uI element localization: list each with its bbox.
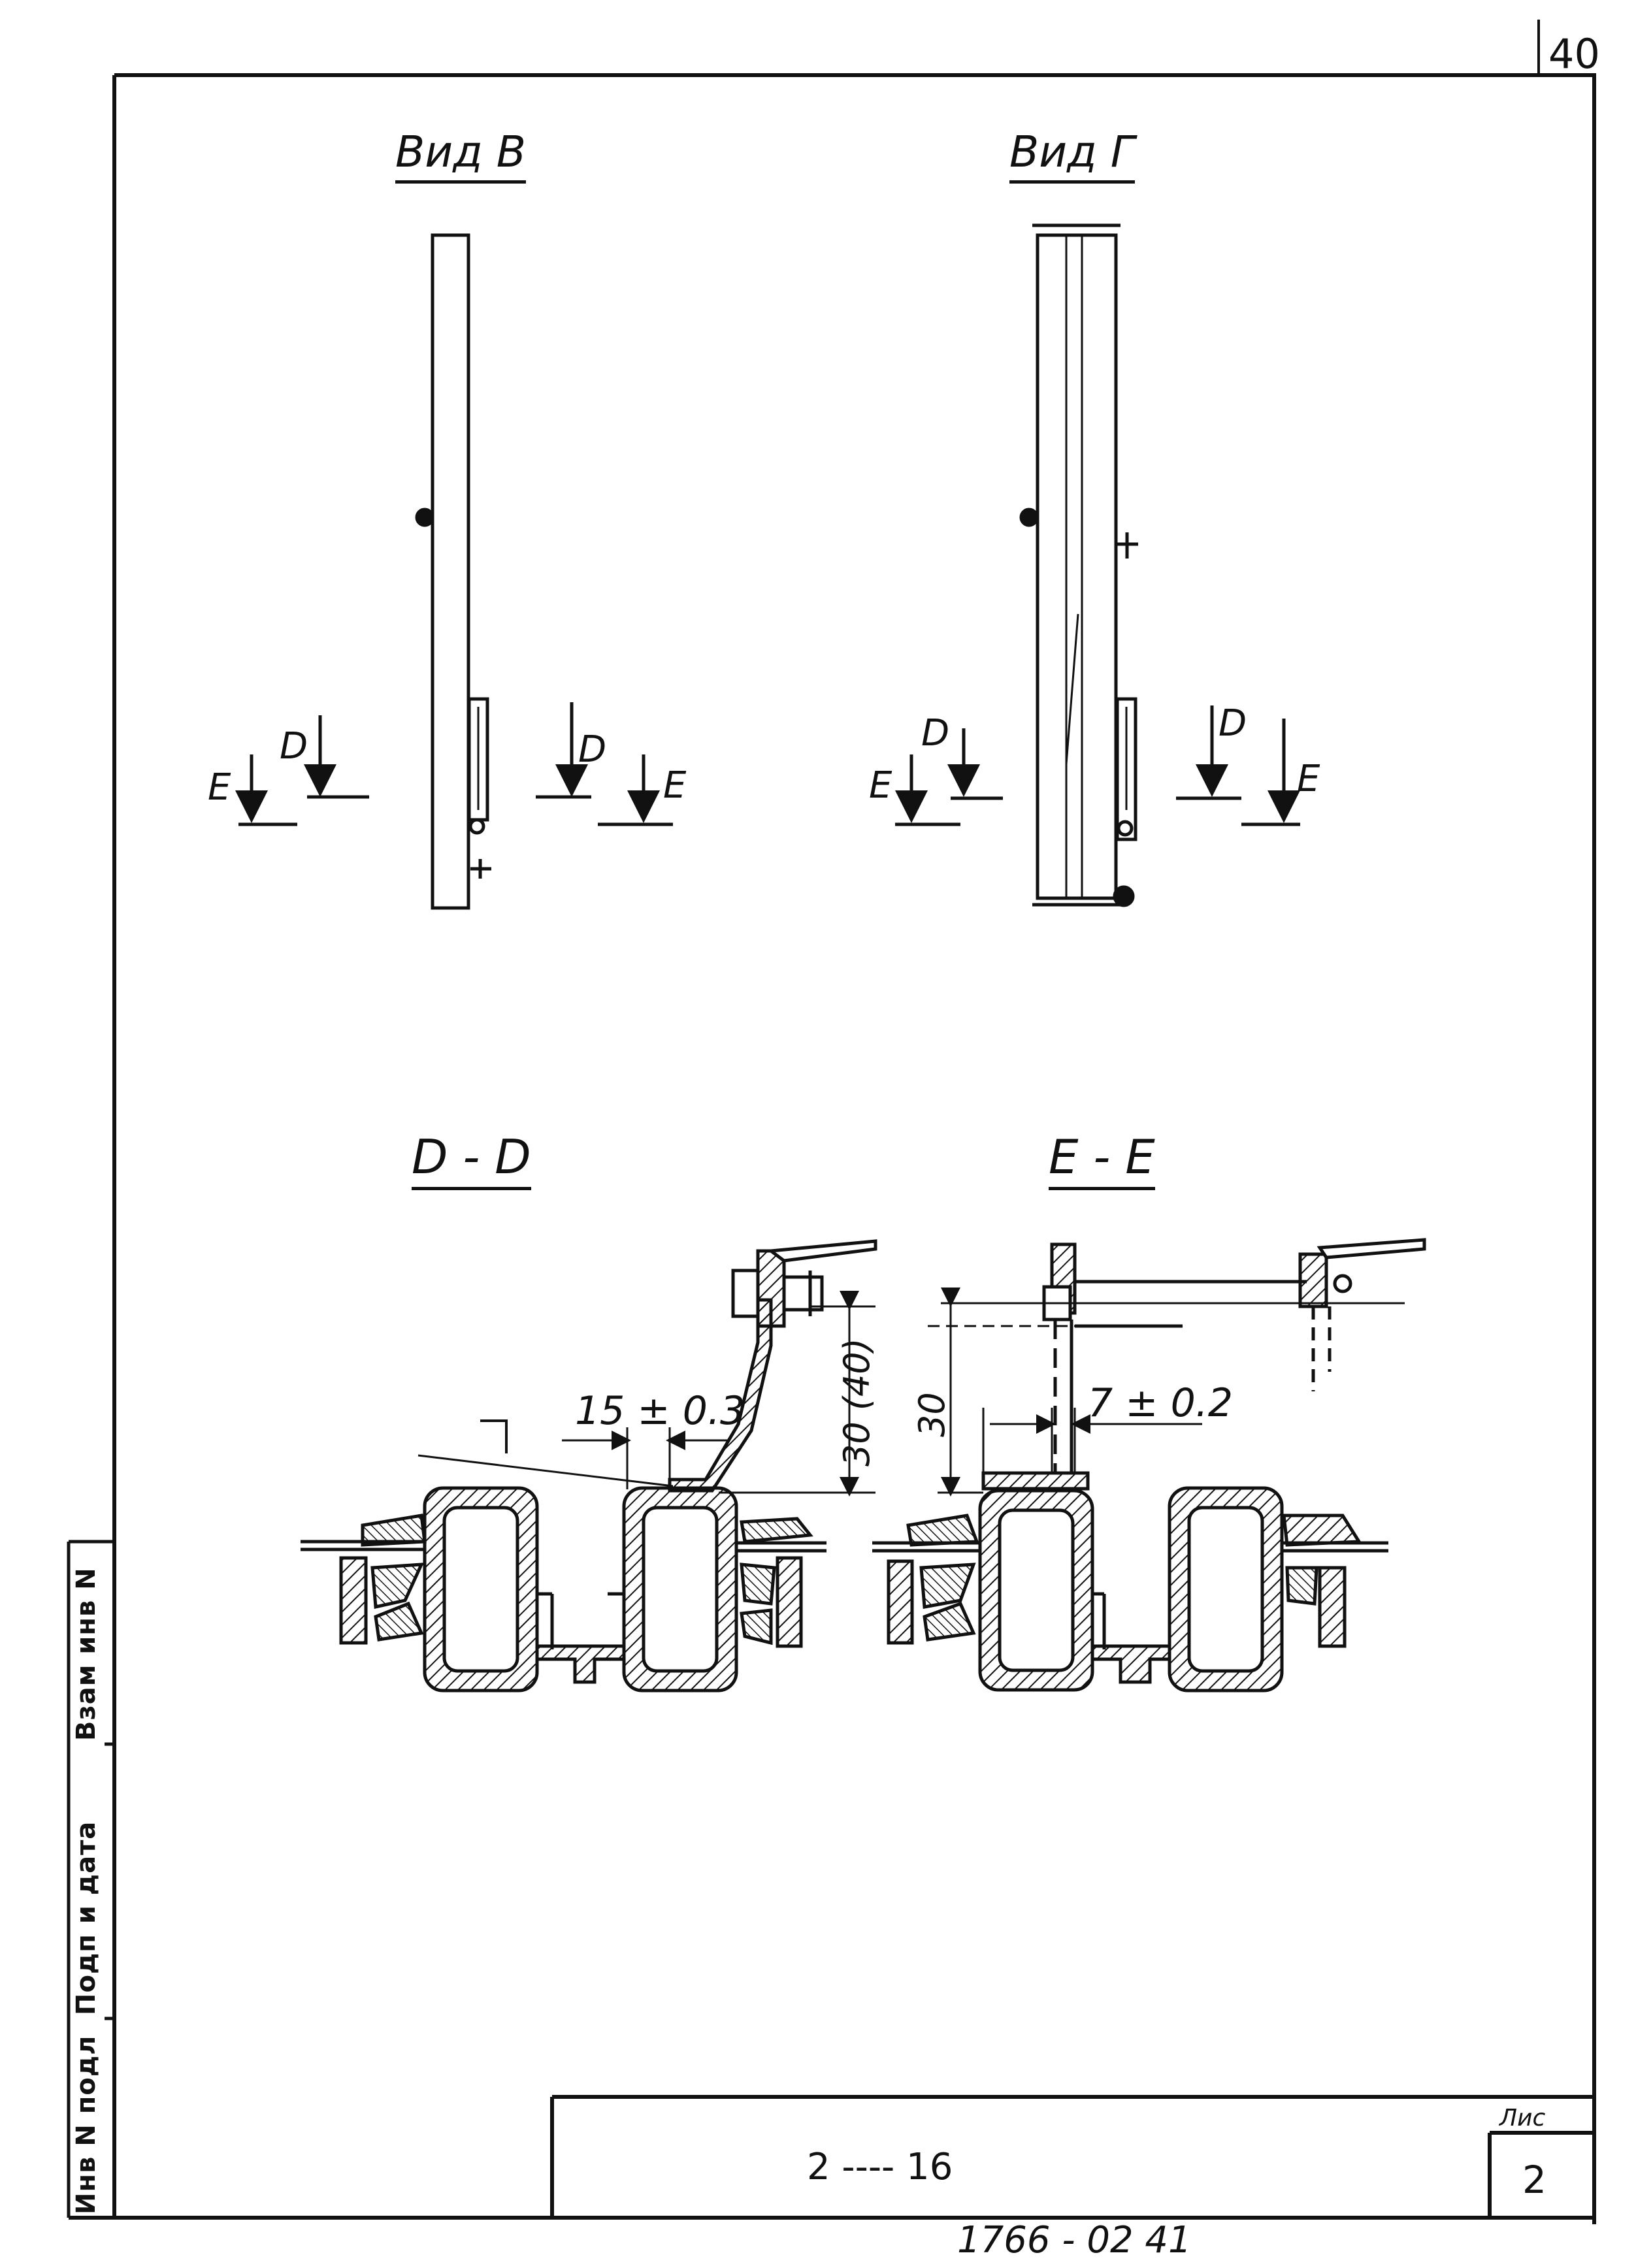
corner-number: 40 — [1548, 30, 1600, 78]
ee-gap-dimension: 7 ± 0.2 — [1088, 1380, 1234, 1426]
side-stamp-inv-original: Инв N подл — [71, 2035, 101, 2214]
view-b-cut-markers — [235, 702, 673, 826]
title-block — [550, 2095, 1594, 2218]
dd-height-dimension: 30 (40) — [836, 1338, 877, 1466]
view-g-cut-e-left: E — [869, 764, 892, 807]
view-b-cut-e-right: E — [663, 764, 687, 807]
view-g-cut-markers — [895, 705, 1300, 826]
section-dd-drawing — [301, 1239, 877, 1693]
ee-height-dimension: 30 — [911, 1392, 953, 1437]
section-ee-title: E - E — [1049, 1133, 1155, 1190]
dd-gap-dimension: 15 ± 0.3 — [575, 1388, 745, 1434]
view-g-cut-e-right: E — [1297, 758, 1320, 800]
section-ee-dimensions — [928, 1288, 1405, 1497]
view-g-cut-d-right: D — [1219, 702, 1247, 745]
side-stamp-frame — [67, 1540, 114, 2218]
view-b-cut-d-left: D — [280, 725, 308, 768]
sheet-number: 2 — [1522, 2158, 1546, 2202]
drawing-code: 2 ---- 16 — [807, 2146, 953, 2188]
view-b-cut-d-right: D — [578, 728, 607, 771]
view-b-drawing — [415, 233, 491, 910]
view-b-title: Вид В — [395, 131, 527, 184]
view-b-cut-e-left: E — [208, 766, 231, 809]
section-ee-drawing — [872, 1238, 1426, 1693]
sheet-label: Лис — [1499, 2105, 1546, 2131]
section-dd-dimensions — [562, 1291, 875, 1497]
side-stamp-signature-date: Подп и дата — [71, 1821, 101, 2015]
view-g-title: Вид Г — [1009, 131, 1135, 184]
side-stamp-replaced-inv: Взам инв N — [71, 1567, 101, 1741]
view-g-drawing — [1019, 223, 1138, 907]
sheet-frame — [69, 20, 1596, 2224]
bottom-code: 1766 - 02 41 — [957, 2219, 1192, 2261]
view-g-cut-d-left: D — [921, 712, 950, 754]
section-dd-title: D - D — [412, 1133, 531, 1190]
